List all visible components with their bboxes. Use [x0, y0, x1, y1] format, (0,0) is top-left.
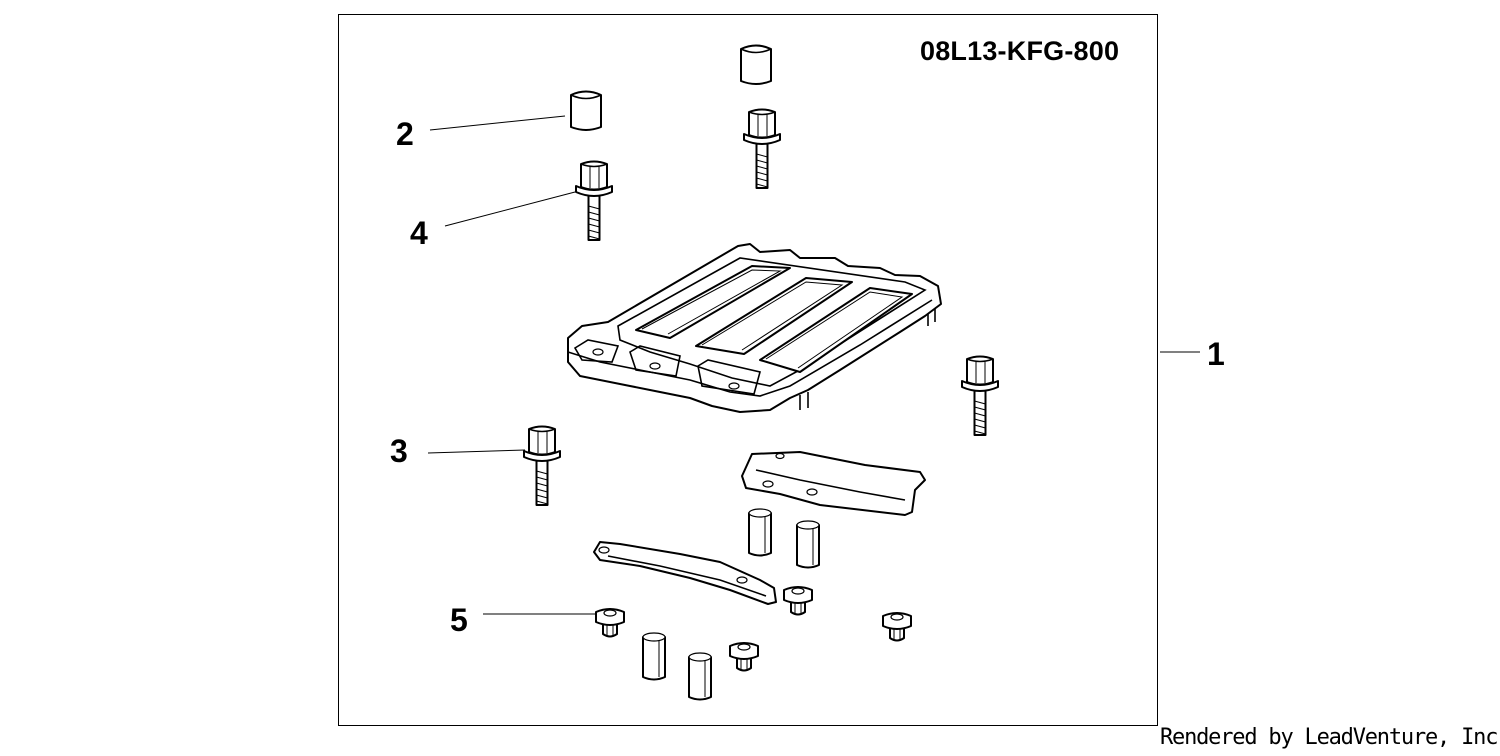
spacer-part [688, 652, 712, 701]
nut-part [729, 642, 759, 672]
callout-3[interactable]: 3 [390, 433, 408, 469]
kit-part-number: 08L13-KFG-800 [920, 36, 1120, 66]
nut-part [882, 612, 912, 642]
nut-part [783, 586, 813, 616]
callout-1[interactable]: 1 [1207, 336, 1225, 372]
bolt-part [961, 355, 999, 436]
cap-part [740, 44, 772, 85]
bolt-part [523, 425, 561, 506]
bolt-part [743, 108, 781, 189]
spacer-part [796, 520, 820, 569]
callout-2[interactable]: 2 [396, 116, 414, 152]
spacer-part [642, 632, 666, 681]
stay-bracket-left [593, 541, 777, 605]
callout-5[interactable]: 5 [450, 602, 468, 638]
bolt-part [575, 160, 613, 241]
leader-lines [427, 115, 1200, 615]
carrier-rack [567, 243, 942, 413]
cap-part [570, 90, 602, 131]
callout-4[interactable]: 4 [410, 215, 428, 251]
spacer-part [748, 508, 772, 557]
render-credit: Rendered by LeadVenture, Inc. [1160, 725, 1500, 750]
nut-part [595, 608, 625, 638]
stay-bracket-right [741, 451, 926, 516]
diagram-frame [338, 14, 1158, 726]
